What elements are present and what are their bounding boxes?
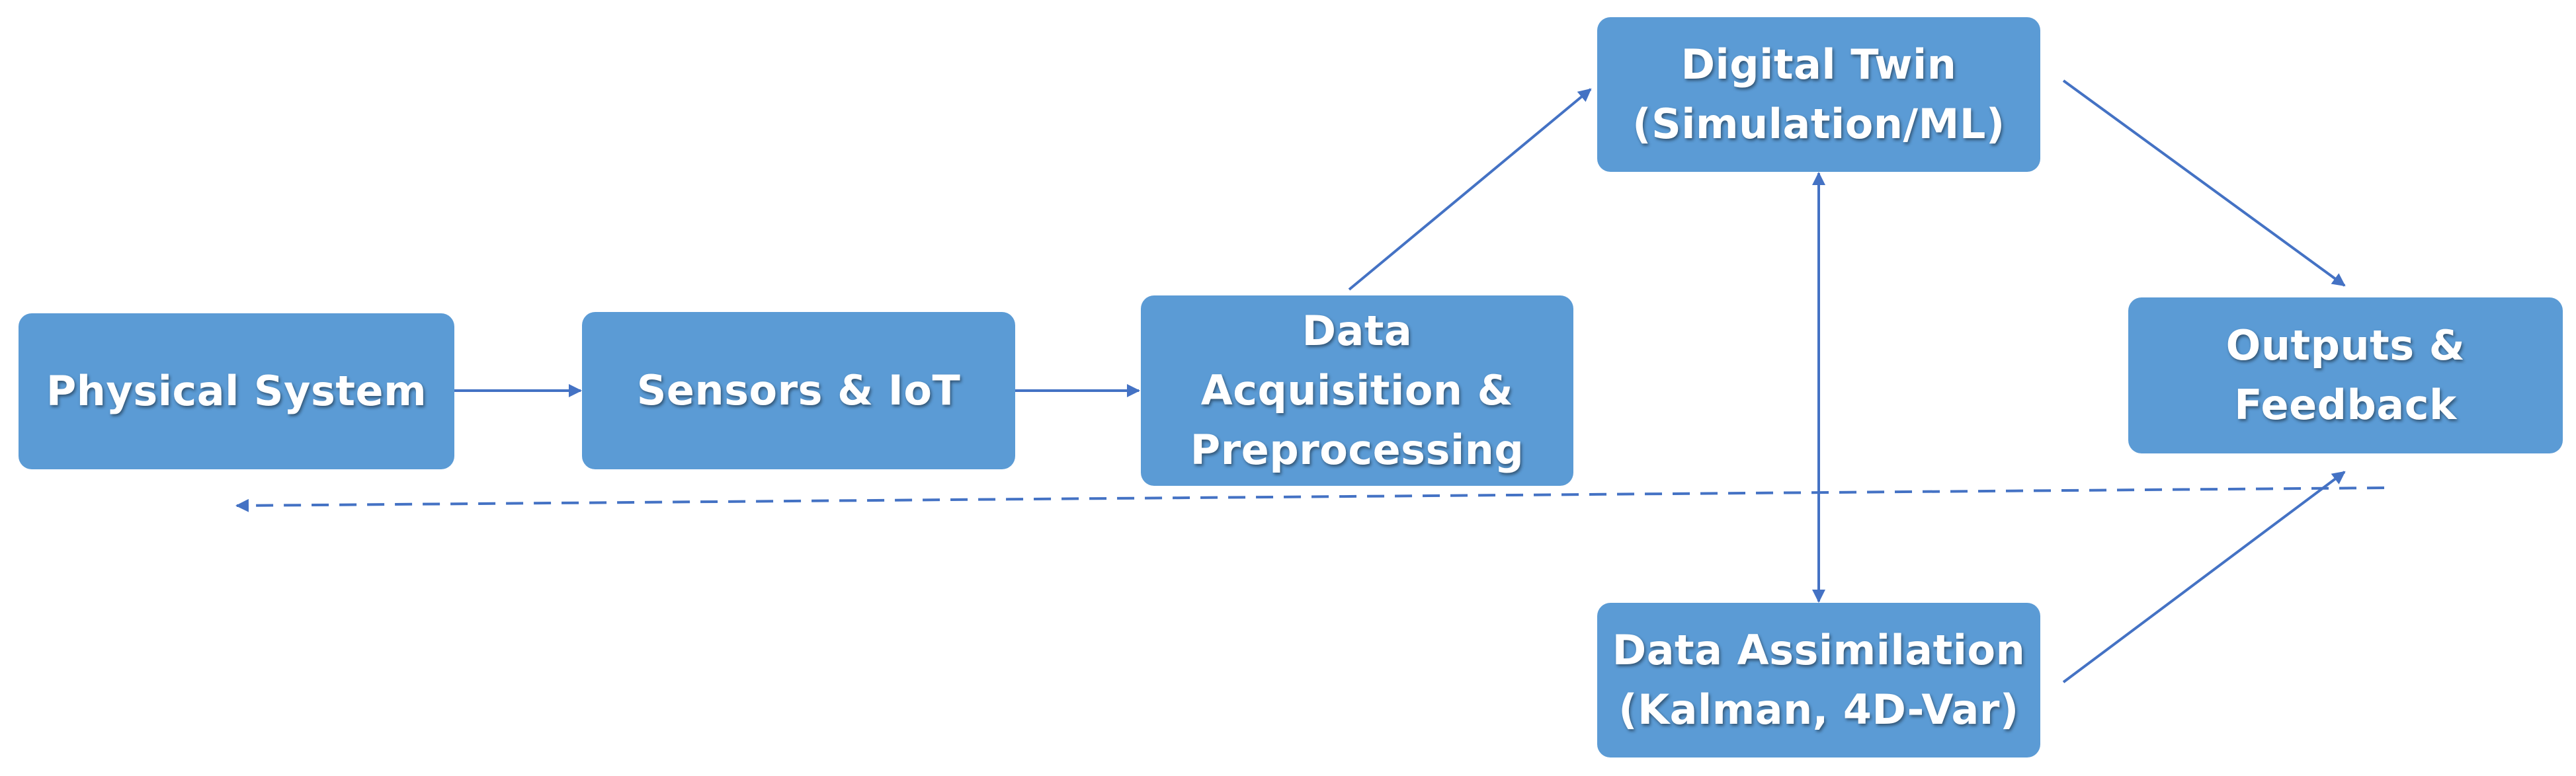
node-physical-system: Physical System — [19, 313, 454, 469]
node-label: Digital Twin (Simulation/ML) — [1632, 40, 2005, 148]
node-label: Outputs & Feedback — [2225, 321, 2466, 429]
node-data-acquisition: Data Acquisition & Preprocessing — [1141, 295, 1573, 486]
node-digital-twin: Digital Twin (Simulation/ML) — [1597, 17, 2040, 172]
node-label: Sensors & IoT — [636, 366, 961, 415]
arrow-feedback-dashed — [235, 486, 2385, 512]
node-sensors-iot: Sensors & IoT — [582, 312, 1015, 469]
node-data-assimilation: Data Assimilation (Kalman, 4D-Var) — [1597, 603, 2040, 757]
node-label: Physical System — [46, 367, 427, 416]
node-outputs-feedback: Outputs & Feedback — [2128, 297, 2563, 453]
arrow-acquisition-to-twin — [1348, 88, 1592, 291]
arrow-assimilation-to-outputs — [2062, 471, 2346, 683]
arrow-twin-to-outputs — [2062, 79, 2346, 287]
node-label: Data Acquisition & Preprocessing — [1190, 307, 1524, 474]
node-label: Data Assimilation (Kalman, 4D-Var) — [1612, 626, 2026, 734]
